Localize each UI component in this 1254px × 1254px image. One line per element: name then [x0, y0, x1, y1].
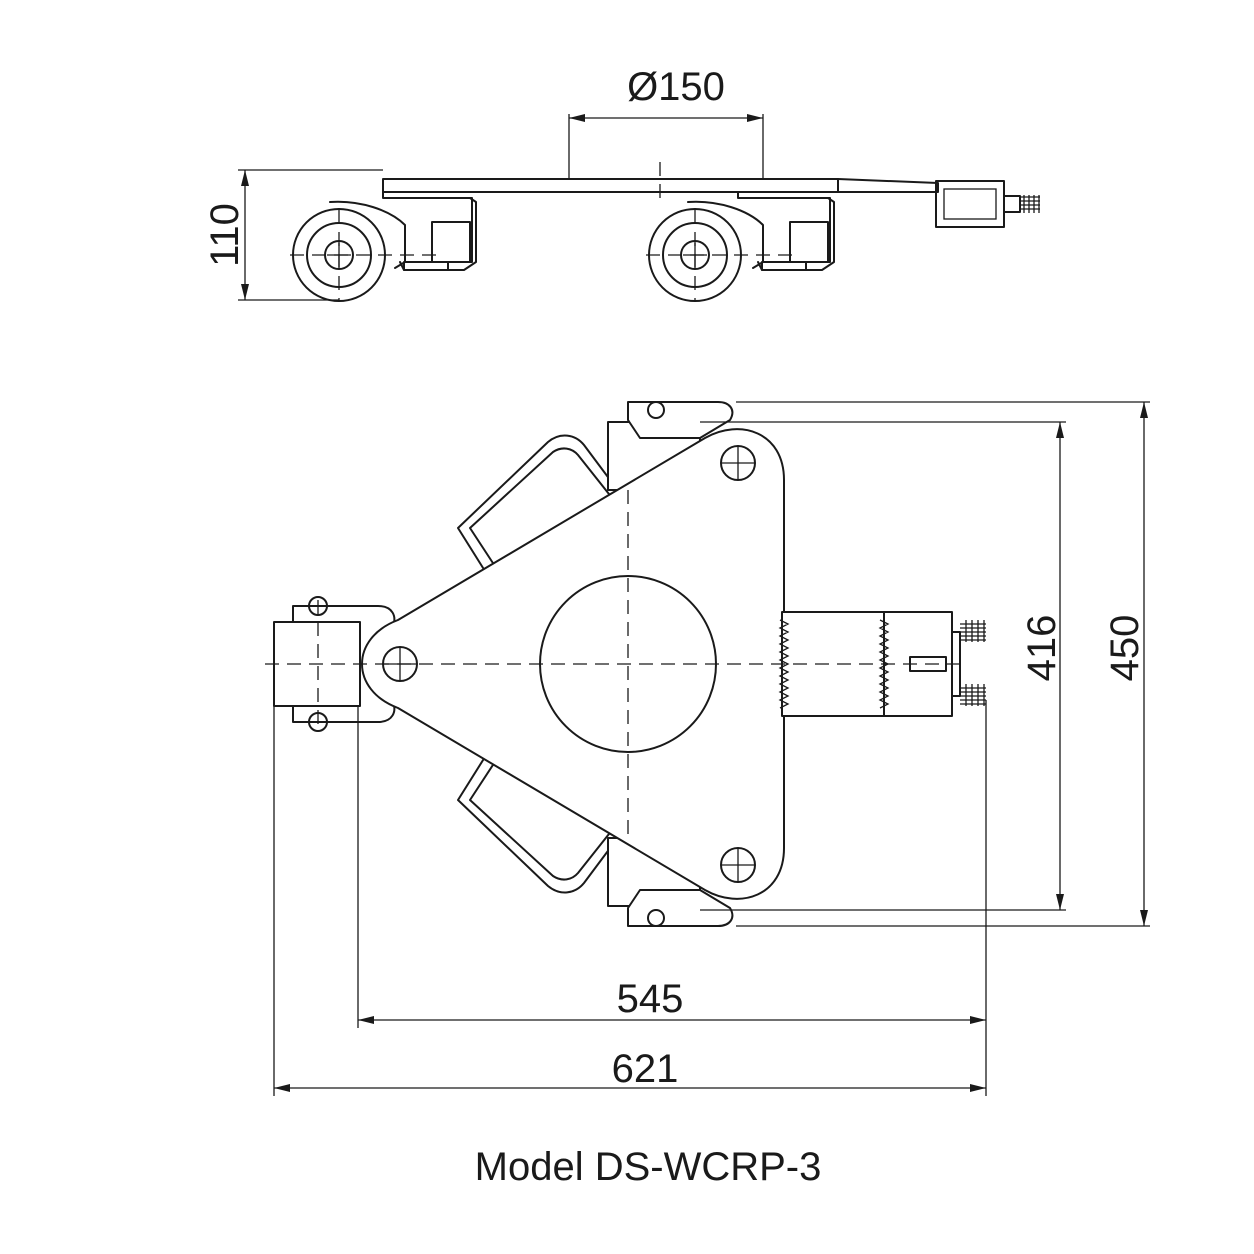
dim-outer-length	[273, 706, 986, 1096]
dim-inner-length-label: 545	[617, 977, 684, 1021]
top-view: 416 450 545 621	[265, 401, 1150, 1096]
dim-inner-width	[700, 421, 1066, 911]
dim-outer-width-label: 450	[1103, 615, 1147, 682]
side-bolt	[1003, 195, 1040, 213]
dim-height-label: 110	[203, 203, 247, 267]
side-handle-inner	[943, 188, 997, 220]
dim-wheel-diameter-label: Ø150	[627, 65, 725, 109]
side-caster-right	[646, 191, 835, 302]
dim-outer-width	[736, 401, 1150, 927]
side-caster-left	[290, 191, 477, 302]
dim-outer-length-label: 621	[612, 1047, 679, 1091]
side-plate-tail	[837, 178, 939, 193]
side-top-plate	[382, 178, 839, 193]
side-view: Ø150 110	[203, 65, 1040, 302]
model-caption: Model DS-WCRP-3	[475, 1145, 822, 1189]
top-caster-lower	[607, 837, 734, 927]
side-handle-block	[935, 180, 1005, 228]
dim-wheel-diameter	[568, 114, 764, 180]
dim-inner-length	[357, 700, 987, 1096]
dim-height	[238, 169, 383, 301]
dim-inner-width-label: 416	[1020, 615, 1064, 682]
